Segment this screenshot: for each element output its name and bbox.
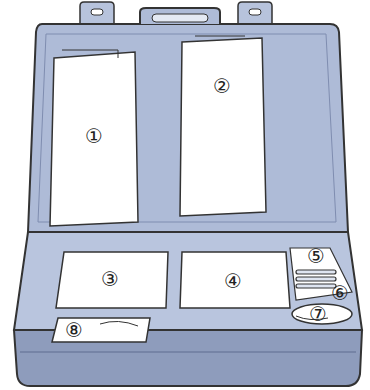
callout-number: ③ <box>101 269 119 289</box>
callout-number: ① <box>85 126 103 146</box>
callout-number: ② <box>213 76 231 96</box>
callout-number: ⑧ <box>65 320 83 340</box>
callout-number: ⑤ <box>307 246 325 266</box>
callout-number: ⑥ <box>331 283 349 303</box>
callout-number: ④ <box>224 271 242 291</box>
callout-number: ⑦ <box>309 304 327 324</box>
